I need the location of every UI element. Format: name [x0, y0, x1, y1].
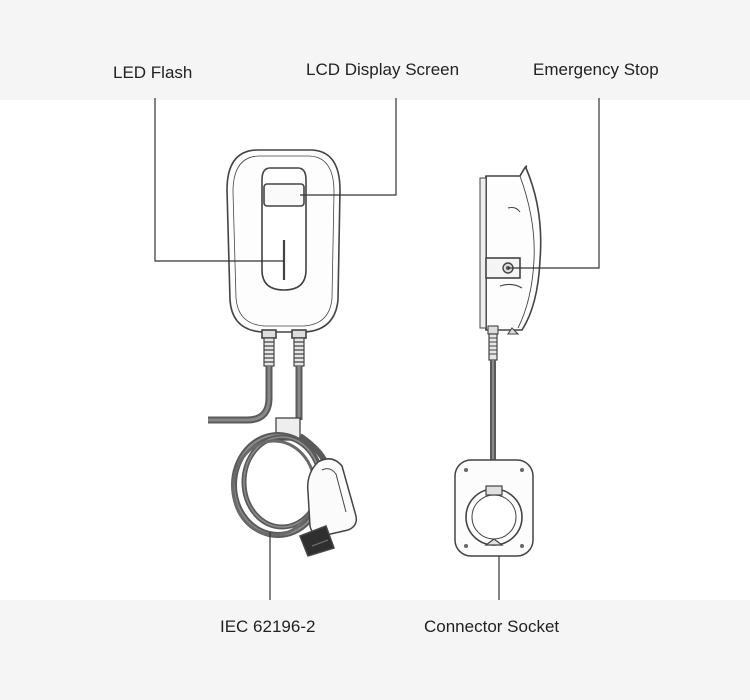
side-vent-top [507, 206, 521, 213]
label-led-flash: LED Flash [113, 63, 193, 82]
side-cable [488, 333, 498, 462]
front-housing-inner-edge [232, 155, 335, 327]
label-emergency-stop: Emergency Stop [533, 60, 659, 79]
top-label-band [0, 0, 750, 100]
cable-gland-right [291, 329, 307, 339]
iec-plug [299, 458, 358, 557]
leader-emergency-stop [508, 98, 600, 269]
leader-lines [154, 98, 600, 600]
diagram-area [0, 100, 750, 600]
socket-ring [465, 488, 523, 546]
bottom-label-band [0, 600, 750, 700]
label-connector-socket: Connector Socket [424, 617, 560, 636]
label-iec-62196-2: IEC 62196-2 [220, 617, 316, 636]
side-mount-rail [479, 177, 487, 329]
cable-strain-reliefs [263, 337, 305, 367]
side-view-charger [479, 165, 542, 335]
lcd-screen [263, 183, 305, 207]
leader-lcd [300, 98, 397, 196]
label-lcd-display-screen: LCD Display Screen [306, 60, 460, 79]
leader-led [154, 98, 284, 262]
side-housing [485, 165, 542, 331]
cable-gland-left [261, 329, 277, 339]
front-view-charger [226, 149, 341, 339]
side-vent-bottom [499, 283, 523, 289]
power-supply-cable [208, 366, 273, 424]
connector-socket-holder [454, 459, 534, 557]
